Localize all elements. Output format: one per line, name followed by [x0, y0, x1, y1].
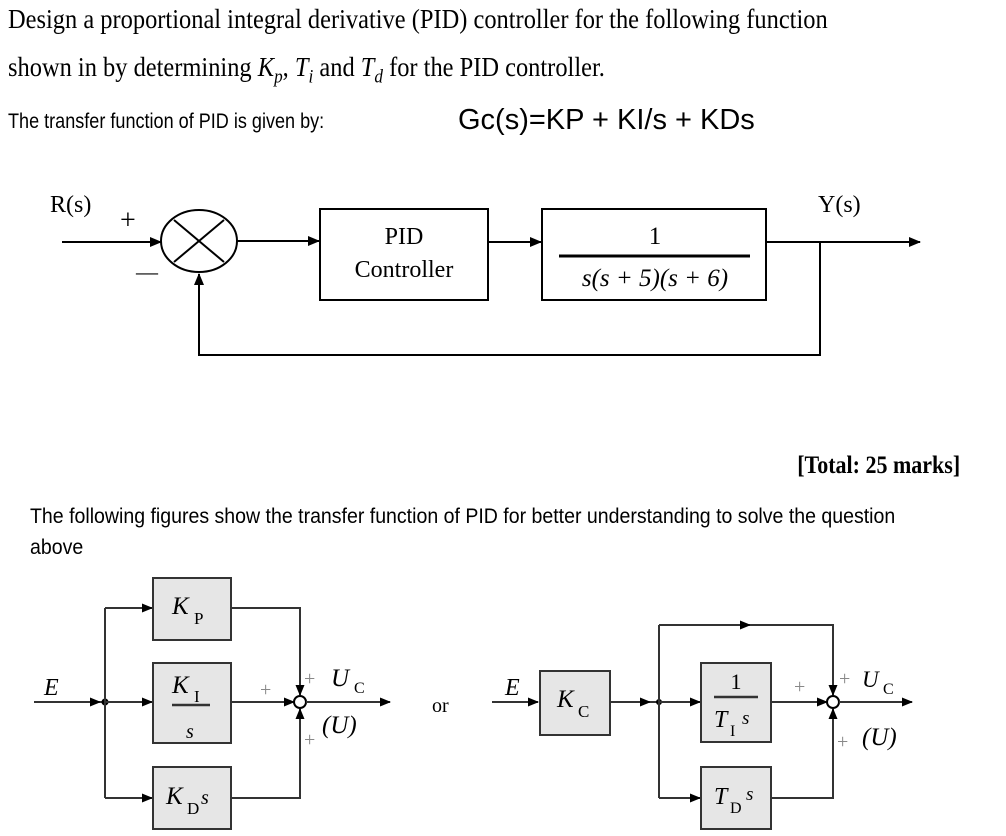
tf-equation: Gc(s)=KP + KI/s + KDs: [458, 104, 755, 136]
question-line-2-prefix: shown in by determining: [8, 52, 258, 82]
parallel-plus-top: +: [304, 668, 315, 690]
pid-controller-block: [319, 208, 489, 301]
td-block-s: s: [746, 784, 753, 805]
ideal-pid-diagram: E K C 1 T I s T D s + + + U C (U): [492, 620, 913, 830]
plant-numerator: 1: [649, 223, 662, 250]
pid-controller-label-1: PID: [385, 224, 424, 250]
plant-denominator: s(s + 5)(s + 6): [582, 265, 728, 292]
td-output-path: [771, 708, 838, 799]
ideal-output-subscript: C: [883, 681, 894, 698]
ti-block: [700, 662, 772, 743]
kc-block-subscript: C: [578, 702, 589, 721]
tf-label: The transfer function of PID is given by…: [8, 110, 325, 133]
ki-block-symbol: K: [171, 672, 190, 699]
explanation-text: The following figures show the transfer …: [30, 505, 896, 559]
kp-subscript: p: [274, 66, 283, 88]
ti-symbol: T: [294, 52, 309, 82]
td-block-symbol: T: [714, 784, 729, 810]
ideal-plus-top: +: [839, 668, 850, 690]
ki-block-subscript: I: [194, 687, 200, 706]
td-block-subscript: D: [730, 800, 742, 817]
kp-block: [152, 577, 232, 641]
parallel-output-subscript: C: [354, 680, 365, 697]
parallel-sum-junction: [293, 695, 307, 709]
kd-block-symbol: K: [165, 783, 184, 810]
kp-block-symbol: K: [171, 593, 190, 620]
comma: ,: [282, 52, 295, 82]
ideal-input-label: E: [504, 675, 520, 701]
parallel-plus-bottom: +: [304, 729, 315, 751]
feedback-path: [194, 242, 821, 356]
ideal-output-label: U: [862, 667, 880, 692]
ti-block-symbol: T: [714, 707, 729, 733]
ki-block-denominator: s: [186, 721, 194, 743]
kp-symbol: K: [257, 52, 275, 82]
kd-block: [152, 766, 232, 830]
ideal-proportional-path: [750, 624, 838, 696]
td-subscript: d: [374, 66, 383, 88]
ideal-output-alt: (U): [862, 724, 897, 751]
and-text: and: [313, 52, 361, 82]
summing-junction: [160, 209, 238, 273]
input-label-r: R(s): [50, 192, 91, 218]
plus-sign: +: [120, 205, 136, 236]
ti-subscript: i: [308, 66, 314, 88]
or-label: or: [432, 695, 449, 717]
minus-sign: —: [135, 259, 159, 284]
parallel-output-alt: (U): [322, 712, 357, 739]
kc-block-symbol: K: [556, 686, 575, 713]
question-line-1: Design a proportional integral derivativ…: [8, 4, 828, 34]
parallel-input-label: E: [43, 675, 59, 701]
kp-output-path: [231, 607, 305, 696]
kd-block-s: s: [201, 787, 209, 809]
parallel-pid-diagram: E K P K I s K D s + + + U C (U): [34, 577, 391, 830]
kd-output-path: [231, 708, 305, 799]
pid-controller-label-2: Controller: [355, 257, 454, 283]
output-label-y: Y(s): [818, 192, 861, 218]
parallel-plus-left: +: [260, 679, 271, 701]
question-line-2-suffix: for the PID controller.: [382, 52, 605, 82]
kc-block: [539, 670, 611, 736]
question-line-2: shown in by determining Kp, Ti and Td fo…: [8, 52, 605, 88]
ti-block-s: s: [742, 708, 749, 729]
ti-block-numerator: 1: [731, 669, 742, 694]
total-marks: [Total: 25 marks]: [797, 452, 960, 479]
kp-block-subscript: P: [194, 609, 203, 628]
parallel-output-label: U: [331, 665, 351, 692]
ideal-plus-left: +: [794, 676, 805, 698]
ideal-sum-junction: [826, 695, 840, 709]
kd-block-subscript: D: [187, 799, 199, 818]
td-symbol: T: [360, 52, 375, 82]
td-block: [700, 766, 772, 830]
ti-block-subscript: I: [730, 723, 735, 740]
ideal-plus-bottom: +: [837, 731, 848, 753]
